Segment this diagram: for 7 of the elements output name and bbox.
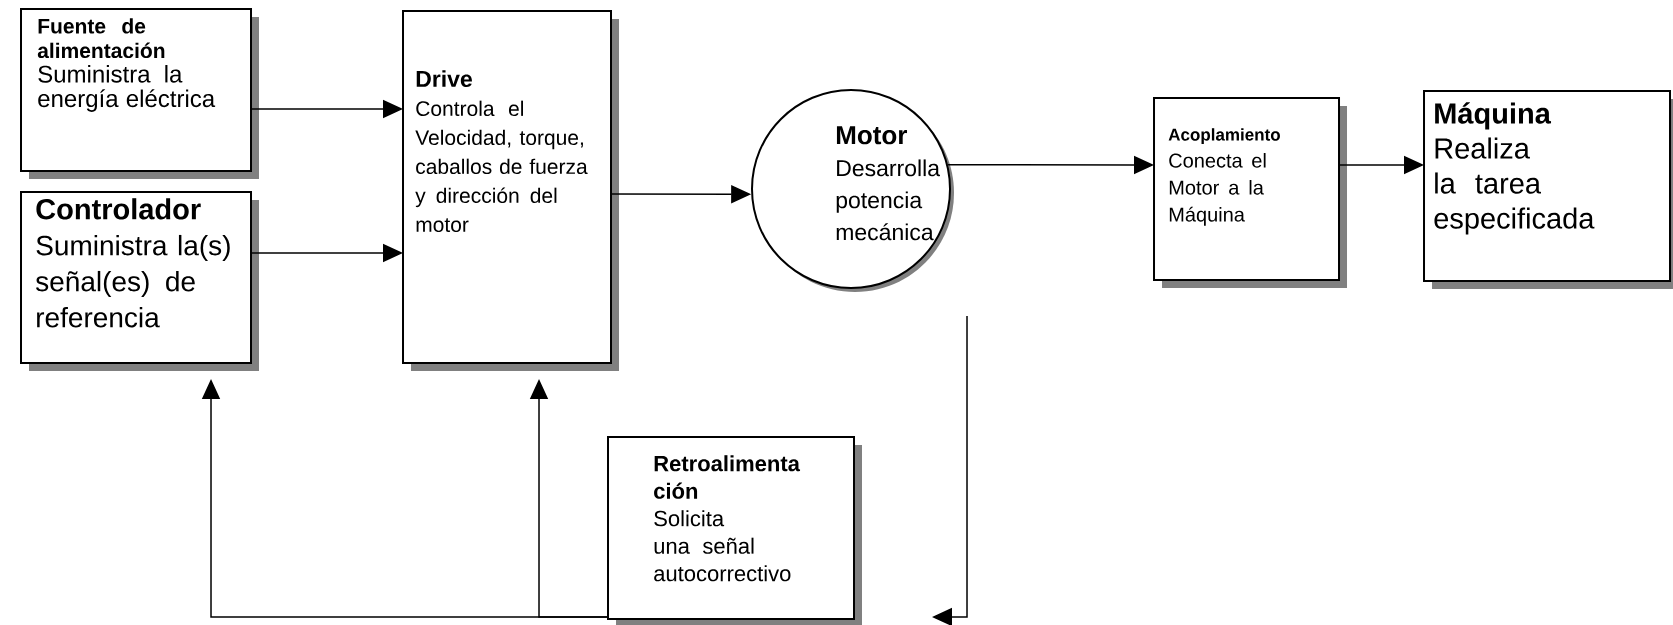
process-box: Controlador Suministra la(s) señal(es) de referencia	[20, 191, 259, 371]
process-box: Máquina Realiza la tarea especificada	[1423, 90, 1673, 289]
circle-node: Motor Desarrolla potencia mecánica	[751, 89, 954, 292]
process-box: Fuente de alimentación Suministra la energía eléctrica	[20, 8, 259, 179]
process-box: Acoplamiento Conecta el Motor a la Máquina	[1153, 97, 1347, 288]
process-box: Drive Controla el Velocidad, torque, caballos de fuerza y dirección del motor	[402, 10, 619, 371]
process-box: Retroalimenta ción Solicita una señal autocorrectivo	[607, 436, 862, 625]
